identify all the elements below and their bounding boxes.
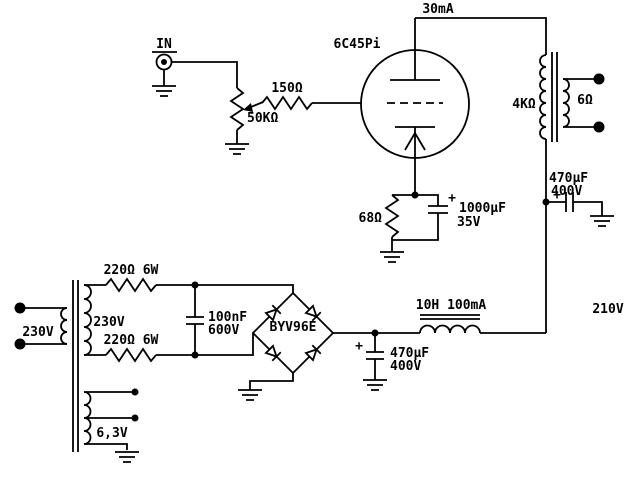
cap-value: 100nF: [208, 310, 247, 325]
input-label: IN: [156, 37, 172, 52]
pot-resistor-body: [229, 87, 245, 131]
cap-voltage: 400V: [390, 359, 421, 374]
mains-terminal: [14, 302, 26, 314]
ac-filter-capacitor: 100nF 600V: [186, 281, 247, 359]
ground-icon: [151, 85, 177, 97]
cap-voltage: 400V: [551, 184, 582, 199]
bridge-ground-wire: [249, 373, 294, 390]
resistor-value: 220Ω 6W: [104, 263, 159, 278]
resistor-body: [261, 95, 313, 111]
tube-heater-icon: [404, 131, 426, 151]
pot-wiper-arrow-icon: [243, 103, 253, 112]
heater-terminal: [131, 388, 139, 396]
cap-polarity: +: [355, 339, 363, 354]
pt-primary-winding: [60, 307, 68, 345]
cap-voltage: 600V: [208, 323, 239, 338]
b-plus-top-wire: [415, 17, 547, 55]
ac-bottom-wire: [156, 333, 254, 356]
resistor-value: 220Ω 6W: [104, 333, 159, 348]
ht-rail: 210V: [592, 302, 623, 317]
opt-primary-winding: [539, 54, 547, 140]
cap-value: 470µF: [549, 171, 588, 186]
pot-value: 50KΩ: [247, 111, 278, 126]
heater-terminal: [131, 414, 139, 422]
ac-top-wire: [156, 284, 294, 293]
ground-icon: [589, 215, 615, 227]
output-transformer: 4KΩ 6Ω: [512, 52, 605, 333]
psu-filter-capacitor: + 470µF 400V: [355, 329, 429, 391]
pt-core: [72, 280, 79, 452]
heater-voltage: 6,3V: [96, 426, 127, 441]
cap-plates: [366, 351, 384, 360]
bypass-cap-wire: [415, 194, 439, 206]
resistor-body: [105, 277, 157, 293]
grid-stopper-resistor: 150Ω: [261, 81, 361, 111]
opt-core: [551, 52, 558, 142]
dropper-resistor-top: 220Ω 6W: [104, 263, 294, 293]
input-jack: IN: [151, 37, 238, 97]
resistor-body: [105, 347, 157, 363]
bypass-cap-value: 1000µF: [459, 201, 506, 216]
smoothing-choke: 10H 100mA: [333, 298, 546, 334]
pt-ht-leads: [84, 284, 106, 356]
bridge-rectifier: BYV96E: [237, 291, 335, 401]
mains-wires: [25, 307, 67, 345]
ground-icon: [237, 389, 263, 401]
bypass-cap-voltage: 35V: [457, 215, 481, 230]
resistor-value: 150Ω: [271, 81, 302, 96]
opt-secondary-value: 6Ω: [577, 93, 593, 108]
anode-supply-wire: 30mA: [415, 2, 547, 55]
volume-potentiometer: 50KΩ: [224, 87, 278, 155]
opt-secondary-winding: [562, 78, 570, 128]
choke-value: 10H 100mA: [416, 298, 487, 313]
choke-winding: [419, 324, 481, 334]
tube-6c45pi: 6C45Pi: [334, 18, 470, 195]
pt-heater-leads: [84, 391, 132, 450]
mains-terminal: [14, 338, 26, 350]
ground-icon: [379, 251, 405, 263]
ground-icon: [114, 451, 140, 463]
cap-polarity: +: [553, 188, 561, 203]
ground-icon: [362, 379, 388, 391]
mains-input: 230V: [14, 302, 67, 350]
ht-secondary-voltage: 230V: [93, 315, 124, 330]
input-wire: [171, 61, 238, 88]
ground-icon: [224, 143, 250, 155]
rca-jack-pin: [161, 59, 167, 65]
cathode-network: 68Ω + 1000µF 35V: [359, 191, 506, 263]
cap-ground-wire: [573, 201, 603, 216]
cathode-resistor-value: 68Ω: [359, 211, 383, 226]
rectifier-label: BYV96E: [270, 320, 317, 335]
speaker-terminal: [593, 73, 605, 85]
opt-primary-value: 4KΩ: [512, 97, 536, 112]
anode-current-label: 30mA: [422, 2, 453, 17]
pot-wiper-wire: [250, 101, 264, 108]
bypass-cap-plates: [428, 205, 448, 214]
cap-polarity: +: [448, 191, 456, 206]
psu-output-capacitor: + 470µF 400V: [542, 171, 615, 227]
pt-ht-winding: [83, 284, 92, 356]
mains-voltage: 230V: [22, 325, 53, 340]
cathode-resistor-body: [384, 194, 400, 238]
speaker-terminal: [593, 121, 605, 133]
tube-label: 6C45Pi: [334, 37, 381, 52]
cap-value: 470µF: [390, 346, 429, 361]
cap-plates: [186, 316, 204, 325]
speaker-leads: [563, 78, 596, 128]
choke-core: [420, 314, 480, 320]
ht-voltage-label: 210V: [592, 302, 623, 317]
power-transformer: 230V 6,3V: [60, 280, 140, 463]
dropper-resistor-bottom: 220Ω 6W: [104, 333, 254, 363]
bypass-cap-return: [392, 213, 439, 241]
